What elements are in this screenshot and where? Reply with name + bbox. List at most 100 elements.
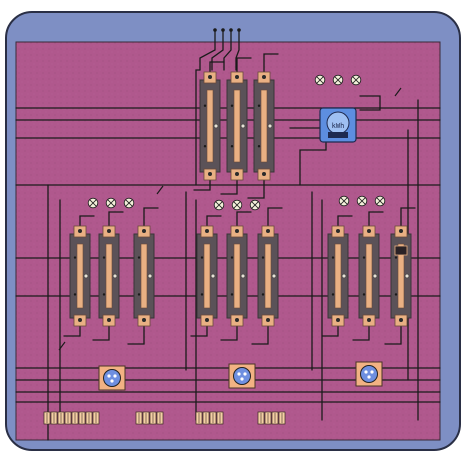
incoming-feeder — [199, 29, 216, 71]
rivet-icon — [362, 293, 366, 296]
breaker-feed-wire — [263, 53, 279, 73]
breaker-1-1 — [98, 225, 120, 327]
lamp-cross — [340, 197, 348, 205]
breaker-output-wire — [247, 179, 265, 199]
contact-bar — [140, 243, 148, 309]
lamp-cross — [376, 197, 384, 205]
screw-icon — [262, 172, 266, 176]
breaker-feed-wire — [236, 57, 252, 73]
three-pin-socket-icon — [103, 369, 121, 387]
meter-wire — [299, 139, 327, 186]
breaker-feed-wire — [368, 211, 384, 227]
rivet-icon — [203, 104, 207, 107]
rivet-icon — [230, 293, 234, 296]
breaker-indicator-window — [394, 245, 408, 256]
socket-pin — [110, 379, 114, 383]
contact-bar — [233, 243, 241, 309]
contact-bar — [365, 243, 373, 309]
breaker-3-1 — [358, 225, 380, 327]
rivet-icon — [394, 293, 398, 296]
incoming-feeder — [223, 29, 232, 71]
rivet-icon — [257, 145, 261, 148]
lamp-cross — [215, 201, 223, 209]
rivet-icon — [203, 145, 207, 148]
socket-pin — [243, 372, 247, 376]
contact-bar — [206, 89, 214, 163]
screw-icon — [78, 318, 82, 322]
rivet-icon — [394, 256, 398, 259]
terminal-strip-2 — [135, 411, 164, 425]
terminal-strip-4 — [257, 411, 286, 425]
vertical-wire — [195, 69, 201, 186]
lamp-cross — [358, 197, 366, 205]
socket-right — [355, 361, 383, 387]
socket-pin — [367, 375, 371, 379]
rivet-icon — [261, 256, 265, 259]
lamp-cross — [125, 199, 133, 207]
screw-icon — [142, 229, 146, 233]
contact-bar — [334, 243, 342, 309]
rivet-icon — [257, 104, 261, 107]
socket-pin — [364, 370, 368, 374]
rivet-icon — [362, 256, 366, 259]
screw-icon — [208, 172, 212, 176]
rivet-icon — [331, 256, 335, 259]
screw-icon — [266, 229, 270, 233]
breaker-feed-wire — [108, 211, 124, 227]
incoming-feeder — [211, 29, 224, 71]
lamp-cross — [107, 199, 115, 207]
screw-icon — [205, 229, 209, 233]
screw-icon — [262, 75, 266, 79]
screw-icon — [399, 229, 403, 233]
switch-mark-icon — [394, 87, 402, 97]
breaker-feed-wire — [236, 211, 252, 227]
pivot-screw-icon — [210, 273, 216, 279]
pivot-screw-icon — [240, 123, 246, 129]
meter-counter — [328, 132, 348, 138]
switch-mark-icon — [58, 341, 66, 351]
lamp-cross — [334, 76, 342, 84]
lamp-cross — [89, 199, 97, 207]
lamp-cross — [316, 76, 324, 84]
breaker-3-0 — [327, 225, 349, 327]
breaker-1-2 — [133, 225, 155, 327]
pivot-screw-icon — [267, 123, 273, 129]
pivot-screw-icon — [83, 273, 89, 279]
breaker-output-wire — [193, 179, 211, 191]
socket-pin — [237, 372, 241, 376]
screw-icon — [367, 229, 371, 233]
breaker-output-wire — [127, 325, 145, 345]
rivet-icon — [331, 293, 335, 296]
feeder-terminal-icon — [213, 28, 217, 32]
breaker-feed-wire — [209, 61, 225, 73]
feeder-terminal-icon — [237, 28, 241, 32]
breaker-2-2 — [257, 225, 279, 327]
socket-pin — [107, 374, 111, 378]
rivet-icon — [73, 293, 77, 296]
indicator-lamp-set-top — [314, 74, 362, 86]
rivet-icon — [230, 145, 234, 148]
socket-pin — [113, 374, 117, 378]
screw-icon — [235, 229, 239, 233]
breaker-output-wire — [251, 325, 269, 345]
breaker-output-wire — [321, 325, 339, 337]
lamp-cross — [352, 76, 360, 84]
indicator-lamp-set-left — [87, 197, 135, 209]
breaker-feed-wire — [337, 215, 353, 227]
rivet-icon — [137, 293, 141, 296]
feeder-terminal-icon — [229, 28, 233, 32]
socket-left — [98, 365, 126, 391]
screw-icon — [107, 229, 111, 233]
socket-pin — [240, 377, 244, 381]
rivet-icon — [230, 104, 234, 107]
pivot-screw-icon — [271, 273, 277, 279]
screw-icon — [208, 75, 212, 79]
pivot-screw-icon — [240, 273, 246, 279]
rivet-icon — [102, 256, 106, 259]
breaker-0-1 — [226, 71, 248, 181]
breaker-output-wire — [384, 325, 402, 345]
breaker-output-wire — [352, 325, 370, 341]
terminal-strip-1 — [43, 411, 100, 425]
terminal-strip-3 — [195, 411, 224, 425]
breaker-output-wire — [63, 325, 81, 337]
